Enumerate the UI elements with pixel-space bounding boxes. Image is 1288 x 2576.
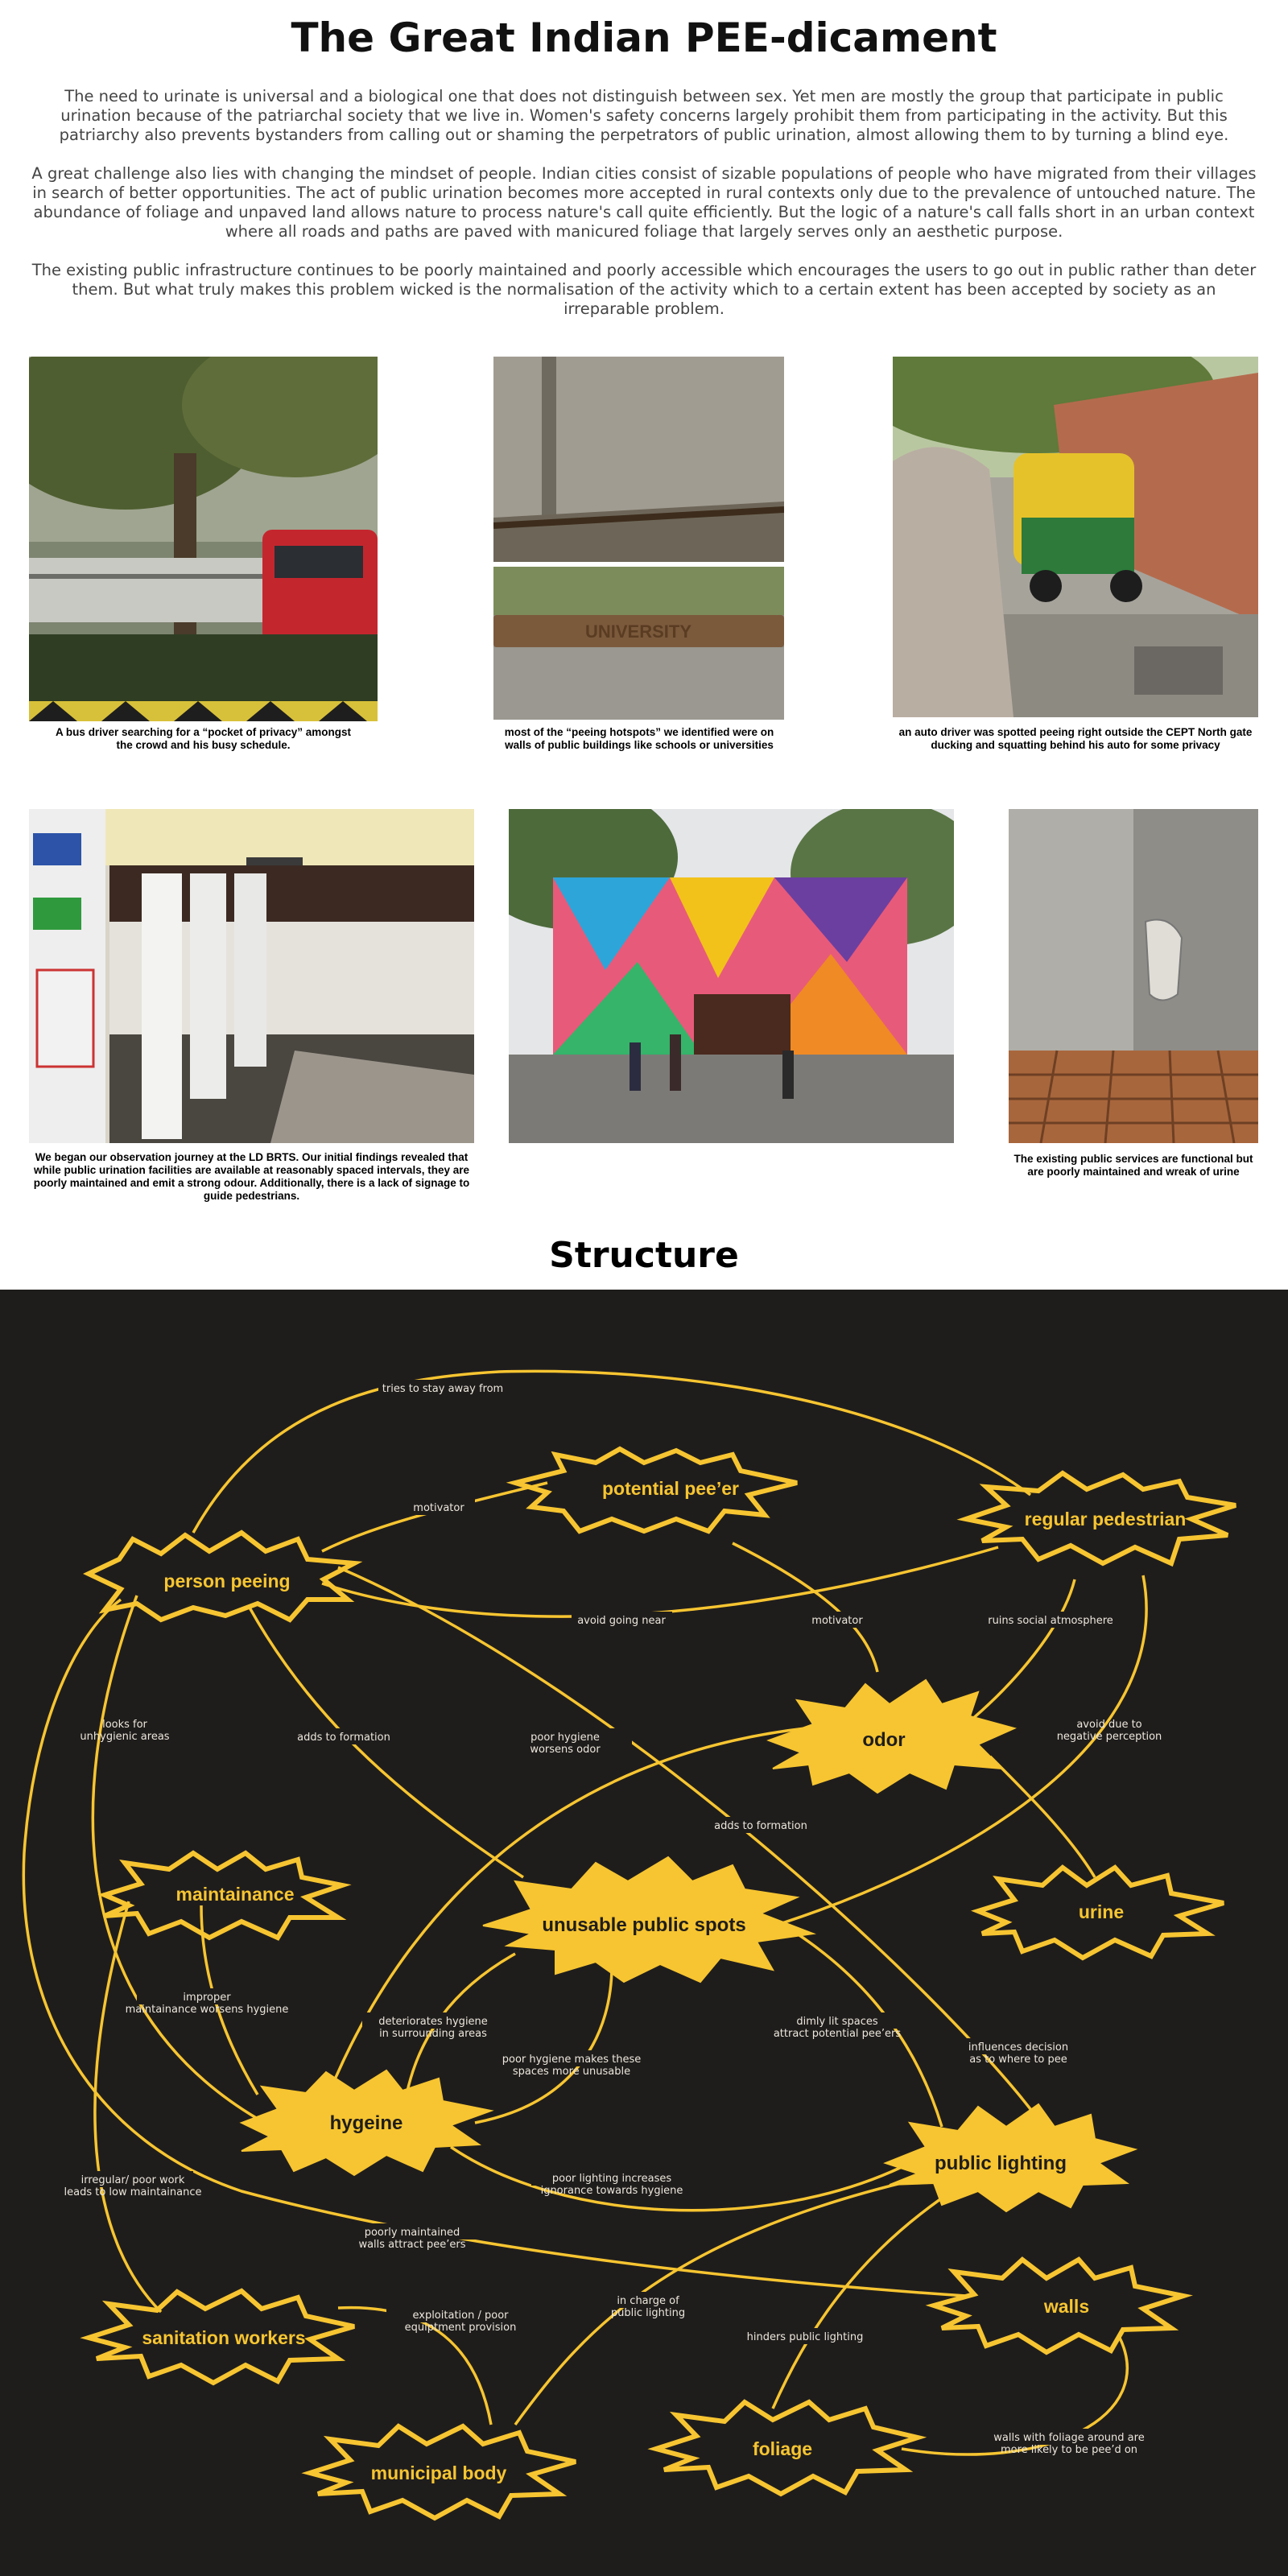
node-label-sanitation-workers: sanitation workers (142, 2327, 305, 2348)
diagram-node-public-lighting: public lighting (883, 2103, 1138, 2213)
photo-urinal (1009, 809, 1258, 1143)
edge-potential-odor (732, 1542, 879, 1673)
intro-paragraph-3: The existing public infrastructure conti… (31, 261, 1257, 318)
edge-person-unusable (248, 1607, 524, 1879)
university-sign-text: UNIVERSITY (585, 621, 691, 642)
edge-hygeine-unusable (474, 1965, 613, 2124)
diagram-node-urine: urine (971, 1864, 1224, 1961)
photo-auto-driver (893, 357, 1258, 717)
node-label-public-lighting: public lighting (935, 2153, 1067, 2174)
diagram-node-foliage: foliage (647, 2399, 927, 2497)
caption-brts: We began our observation journey at the … (33, 1151, 470, 1202)
edge-regular-unusable (748, 1575, 1148, 1935)
diagram-node-unusable-public-spots: unusable public spots (482, 1856, 816, 1984)
caption-bus: A bus driver searching for a “pocket of … (55, 726, 352, 751)
node-label-unusable-public-spots: unusable public spots (542, 1914, 745, 1936)
diagram-node-walls: walls (925, 2256, 1193, 2355)
edge-person-regular-away (192, 1369, 1032, 1534)
edge-hygeine-lighting (450, 2145, 902, 2212)
photo-brts-toilets (29, 809, 474, 1143)
diagram-node-odor: odor (766, 1678, 1017, 1794)
edge-label-avoid-going-near: avoid going near (577, 1615, 666, 1627)
edge-hygeine-odor (320, 1727, 806, 2112)
node-label-hygeine: hygeine (330, 2112, 403, 2134)
diagram-node-person-peeing: person peeing (83, 1530, 363, 1623)
intro-paragraph-1: The need to urinate is universal and a b… (59, 87, 1229, 144)
edge-walls-person (22, 1598, 967, 2297)
edge-sanitation-municipal (337, 2306, 493, 2425)
edge-label-motivator-1: motivator (413, 1502, 464, 1514)
diagram-node-maintainance: maintainance (97, 1850, 352, 1941)
edge-person-regular-avoid (321, 1546, 999, 1618)
node-label-municipal-body: municipal body (371, 2462, 507, 2483)
edge-label-motivator-2: motivator (811, 1615, 863, 1627)
edge-person-potential (321, 1481, 548, 1553)
node-label-odor: odor (862, 1729, 905, 1751)
photo-wall-hotspot: UNIVERSITY (493, 357, 784, 720)
node-label-maintainance: maintainance (176, 1884, 295, 1905)
diagram-edge-labels: tries to stay away from motivator avoid … (64, 1380, 1162, 2456)
diagram-node-municipal-body: municipal body (301, 2423, 576, 2521)
edge-label-adds-formation-2: adds to formation (714, 1820, 807, 1832)
edge-foliage-lighting (771, 2186, 959, 2409)
structure-diagram: person peeing potential pee’er regular p… (0, 1290, 1288, 2576)
node-label-urine: urine (1079, 1901, 1124, 1922)
node-label-potential-peeer: potential pee’er (602, 1478, 739, 1499)
caption-auto: an auto driver was spotted peeing right … (898, 726, 1253, 751)
caption-urinal: The existing public services are functio… (1013, 1153, 1253, 1178)
photo-mural-toilet (509, 809, 954, 1143)
caption-wall: most of the “peeing hotspots” we identif… (504, 726, 774, 751)
page-title: The Great Indian PEE-dicament (291, 14, 997, 61)
structure-title: Structure (549, 1235, 739, 1276)
diagram-edges (22, 1369, 1148, 2456)
node-label-person-peeing: person peeing (163, 1571, 290, 1591)
node-label-foliage: foliage (753, 2438, 812, 2459)
node-label-regular-pedestrian: regular pedestrian (1025, 1509, 1187, 1530)
edge-odor-urine (989, 1755, 1096, 1878)
edge-label-adds-formation-1: adds to formation (297, 1732, 390, 1744)
edge-person-lighting (337, 1566, 1048, 2132)
edge-regular-odor (964, 1579, 1076, 1726)
node-label-walls: walls (1043, 2296, 1089, 2317)
edge-municipal-lighting (514, 2178, 919, 2426)
edge-label-tries-to-stay-away: tries to stay away from (382, 1383, 503, 1395)
edge-sanitation-maint (93, 1901, 163, 2314)
diagram-node-potential-peeer: potential pee’er (506, 1446, 798, 1534)
diagram-node-hygeine: hygeine (239, 2069, 494, 2177)
edge-person-hygeine (91, 1595, 258, 2120)
edge-label-ruins-social: ruins social atmosphere (988, 1615, 1113, 1627)
edge-label-hinders: hinders public lighting (747, 2331, 864, 2343)
diagram-node-regular-pedestrian: regular pedestrian (956, 1470, 1236, 1567)
intro-paragraph-2: A great challenge also lies with changin… (31, 164, 1257, 241)
diagram-node-sanitation-workers: sanitation workers (80, 2288, 355, 2386)
photo-bus-driver (29, 357, 378, 721)
